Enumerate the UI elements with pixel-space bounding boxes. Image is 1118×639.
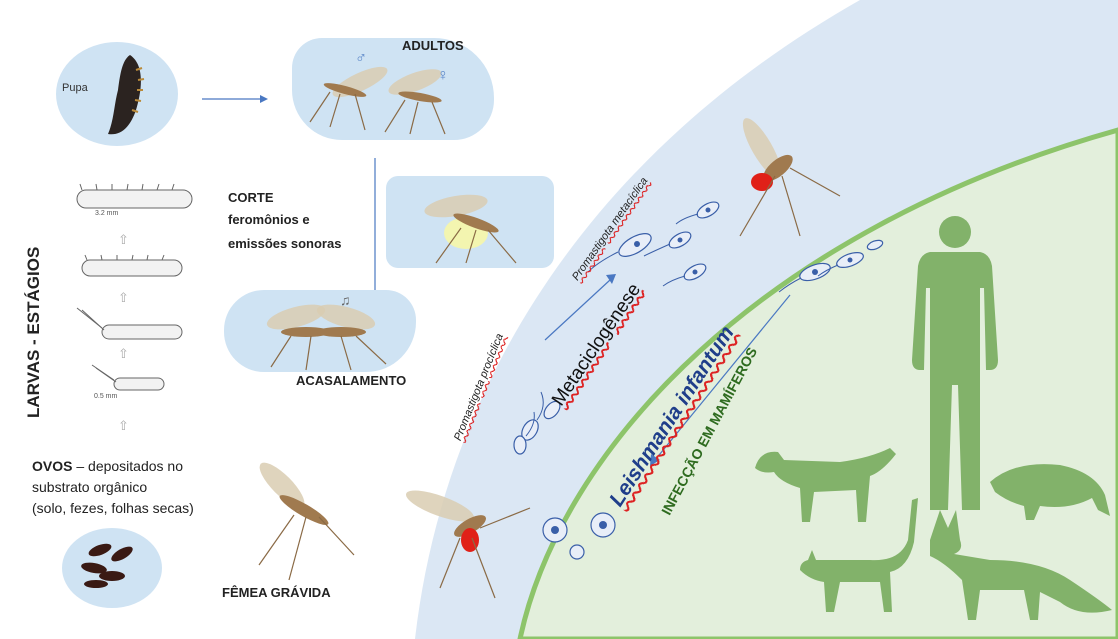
adultos-label: ADULTOS	[402, 38, 464, 53]
up-arrow-icon: ⇧	[118, 418, 129, 434]
male-sandfly	[310, 61, 391, 130]
eggs-image	[72, 540, 152, 596]
larva-stage-2	[77, 308, 182, 339]
pupa-label: Pupa	[62, 82, 88, 94]
female-sandfly	[385, 64, 445, 134]
dog-silhouette	[755, 448, 896, 522]
larvas-label: LARVAS - ESTÁGIOS	[24, 247, 44, 418]
music-icon: ♫	[340, 292, 351, 308]
up-arrow-icon: ⇧	[118, 346, 129, 362]
ovos-line2: substrato orgânico	[32, 477, 194, 498]
acasalamento-label: ACASALAMENTO	[296, 373, 406, 388]
arrow-pupa-to-adults	[200, 92, 270, 106]
corte-line2: feromônios e	[228, 212, 310, 227]
larvae-stages-image	[72, 180, 202, 420]
pupa-image	[100, 50, 150, 140]
male-symbol: ♂	[355, 50, 367, 68]
mammal-silhouettes	[740, 210, 1118, 630]
up-arrow-icon: ⇧	[118, 232, 129, 248]
female-symbol: ♀	[437, 67, 449, 85]
ovos-text: OVOS – depositados no substrato orgânico…	[32, 456, 194, 519]
fox-silhouette	[930, 510, 1112, 620]
larva-stage-4	[77, 184, 192, 208]
corte-line1: CORTE	[228, 190, 274, 205]
ovos-line1: – depositados no	[72, 458, 183, 474]
larva-stage-3	[82, 255, 182, 276]
corte-line3: emissões sonoras	[228, 236, 341, 251]
arrow-adults-to-mating	[368, 156, 382, 308]
adult-sandflies-image	[300, 52, 480, 138]
up-arrow-icon: ⇧	[118, 290, 129, 306]
ovos-title: OVOS	[32, 458, 72, 474]
mating-sandflies-image	[236, 292, 406, 372]
gravid-female-sandfly-image	[234, 455, 364, 585]
larva-size-bottom: 0.5 mm	[94, 393, 117, 400]
human-silhouette	[912, 216, 998, 510]
larva-size-top: 3.2 mm	[95, 210, 118, 217]
opossum-silhouette	[990, 464, 1110, 520]
ovos-line3: (solo, fezes, folhas secas)	[32, 498, 194, 519]
larva-stage-1	[92, 365, 164, 390]
femea-gravida-label: FÊMEA GRÁVIDA	[222, 585, 331, 600]
